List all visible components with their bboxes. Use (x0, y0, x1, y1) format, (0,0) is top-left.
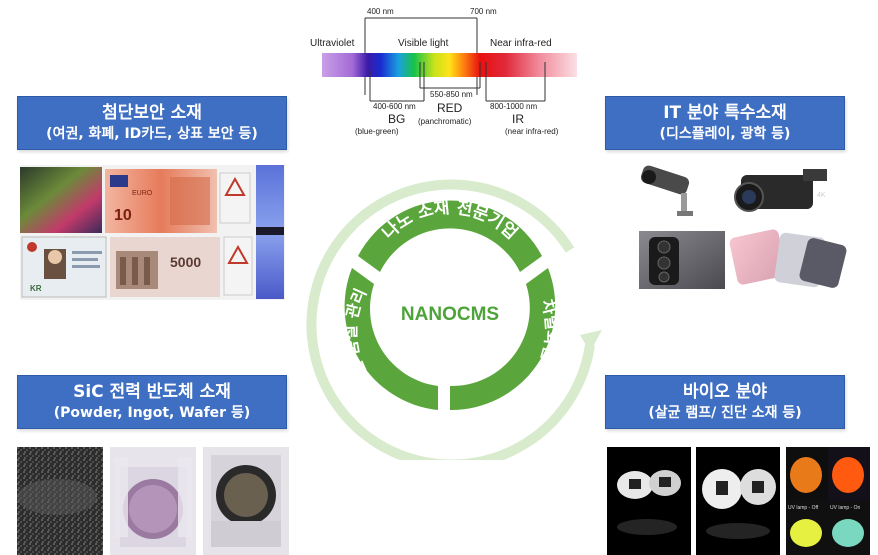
category-security-label: 첨단보안 소재 (여권, 화폐, ID카드, 상표 보안 등) (17, 96, 287, 150)
label-red-sub: (panchromatic) (418, 117, 472, 126)
category-it-label: IT 분야 특수소재 (디스플레이, 광학 등) (605, 96, 845, 150)
camera-4k-text: 4K (817, 192, 826, 199)
ring-segment-left (344, 268, 438, 410)
spectrum-diagram: 400 nm 700 nm Ultraviolet Visible light … (310, 7, 577, 136)
label-visible-light: Visible light (398, 38, 449, 49)
label-ir: IR (512, 112, 524, 126)
sic-ingot-photo (110, 447, 196, 555)
spectrum-bar (322, 53, 577, 77)
label-ir-sub: (near infra-red) (505, 127, 559, 136)
sic-powder-photo (17, 447, 103, 555)
category-sic-subtitle: (Powder, Ingot, Wafer 등) (53, 405, 251, 421)
banknote-10-value: 10 (114, 207, 132, 224)
sic-wafer-photo (203, 447, 289, 555)
category-it-subtitle: (디스플레이, 광학 등) (659, 126, 791, 142)
bio-uv-photo: UV lamp - Off UV lamp - On (786, 447, 870, 555)
category-bio-label: 바이오 분야 (살균 램프/ 진단 소재 등) (605, 375, 845, 429)
hologram-image (20, 167, 102, 233)
label-red-range: 550-850 nm (430, 90, 473, 99)
bio-lamp-photo-2 (696, 447, 780, 555)
label-bg-sub: (blue-green) (355, 127, 399, 136)
security-photo-collage: 10 EURO KR 5000 (20, 165, 285, 300)
id-kr-text: KR (30, 284, 42, 293)
category-security-subtitle: (여권, 화폐, ID카드, 상표 보안 등) (46, 126, 258, 142)
banknote-5000-value: 5000 (170, 254, 201, 270)
it-photo-collage: 4K (637, 163, 850, 291)
category-bio-title: 바이오 분야 (682, 382, 768, 402)
label-bg-range: 400-600 nm (373, 102, 416, 111)
ring-segment-top (358, 200, 542, 272)
banknote-euro-text: EURO (132, 190, 153, 197)
uv-on-label: UV lamp - On (830, 505, 861, 511)
category-security-title: 첨단보안 소재 (102, 103, 202, 123)
bio-lamp-photo-1 (607, 447, 691, 555)
label-ultraviolet: Ultraviolet (310, 38, 355, 49)
category-it-title: IT 분야 특수소재 (663, 103, 787, 123)
label-near-infrared: Near infra-red (490, 38, 552, 49)
phone-pink (729, 229, 787, 285)
uv-off-label: UV lamp - Off (788, 505, 819, 511)
nanocms-ring-diagram: 나노 소재 전문기업 차별화된 제품 개발 체계적인 품질 관리 NANOCMS (306, 179, 602, 460)
label-red: RED (437, 101, 463, 115)
label-ir-range: 800-1000 nm (490, 102, 537, 111)
label-700nm: 700 nm (470, 7, 497, 16)
category-sic-title: SiC 전력 반도체 소재 (73, 382, 231, 402)
center-brand-text: NANOCMS (401, 304, 499, 325)
category-bio-subtitle: (살균 램프/ 진단 소재 등) (648, 405, 802, 421)
category-sic-label: SiC 전력 반도체 소재 (Powder, Ingot, Wafer 등) (17, 375, 287, 429)
label-400nm: 400 nm (367, 7, 394, 16)
label-bg: BG (388, 112, 405, 126)
outer-cycle-arrow (306, 179, 595, 460)
ring-segment-right (450, 268, 556, 411)
